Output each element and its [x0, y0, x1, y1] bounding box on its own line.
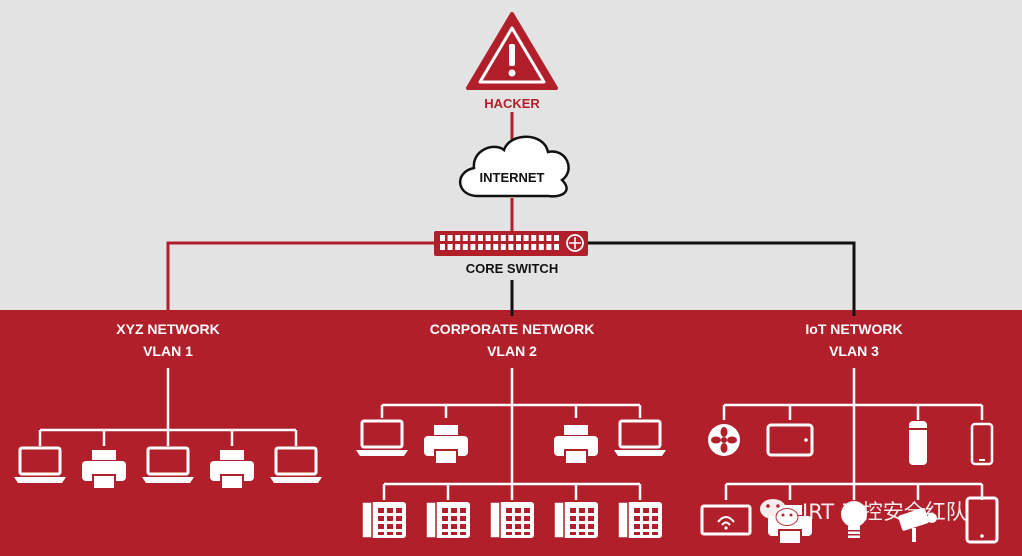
switch-port [546, 235, 552, 241]
switch-port [531, 244, 537, 250]
switch-port [500, 244, 506, 250]
switch-port [546, 244, 552, 250]
links [166, 112, 856, 316]
vlan1-label: VLAN 1 [143, 343, 193, 359]
switch-port [455, 244, 461, 250]
hacker-label: HACKER [484, 96, 540, 111]
switch-port [447, 235, 453, 241]
iot-network-group: IoT NETWORK VLAN 3 [700, 321, 999, 545]
switch-port [485, 235, 491, 241]
core-switch-node: CORE SWITCH [434, 231, 588, 276]
link-switch-vlan3 [588, 241, 856, 316]
switch-port [523, 244, 529, 250]
core-switch-label: CORE SWITCH [466, 261, 558, 276]
hacker-node: HACKER [466, 12, 558, 111]
internet-node: INTERNET [458, 135, 570, 198]
phone-icon [553, 501, 599, 539]
switch-port [470, 235, 476, 241]
switch-port [478, 235, 483, 241]
switch-port [554, 244, 559, 250]
switch-port [538, 244, 544, 250]
switch-port [531, 235, 537, 241]
vlan1-network-name: XYZ NETWORK [116, 321, 219, 337]
phone-icon [617, 501, 663, 539]
switch-port [440, 235, 445, 241]
corporate-network-group: CORPORATE NETWORK VLAN 2 [354, 321, 668, 539]
switch-port [508, 244, 514, 250]
switch-port [554, 235, 559, 241]
phone-icon [425, 501, 471, 539]
watermark-text: IRT 工控安全红队 [802, 500, 967, 524]
vlan3-label: VLAN 3 [829, 343, 879, 359]
switch-port [516, 244, 521, 250]
switch-port [455, 235, 461, 241]
switch-port [462, 244, 468, 250]
switch-port [447, 244, 453, 250]
switch-icon [434, 231, 588, 256]
switch-port [493, 235, 499, 241]
switch-port [538, 235, 544, 241]
warning-triangle-icon [466, 12, 558, 90]
internet-label: INTERNET [480, 170, 545, 185]
fan-icon [708, 424, 740, 456]
wechat-logo-icon [760, 499, 799, 526]
phone-icon [489, 501, 535, 539]
switch-port [523, 235, 529, 241]
smart-speaker-icon [909, 421, 927, 465]
vlan2-network-name: CORPORATE NETWORK [430, 321, 595, 337]
link-switch-vlan1 [166, 241, 436, 316]
switch-port [500, 235, 506, 241]
vlan2-label: VLAN 2 [487, 343, 537, 359]
switch-port [485, 244, 491, 250]
cloud-icon [458, 135, 570, 198]
switch-port [470, 244, 476, 250]
switch-port [440, 244, 445, 250]
switch-port [462, 235, 468, 241]
switch-port [478, 244, 483, 250]
xyz-network-group: XYZ NETWORK VLAN 1 [12, 321, 324, 490]
switch-port [493, 244, 499, 250]
switch-port [516, 235, 521, 241]
watermark: IRT 工控安全红队 [760, 499, 967, 526]
vlan3-network-name: IoT NETWORK [805, 321, 902, 337]
switch-port [508, 235, 514, 241]
phone-icon [361, 501, 407, 539]
